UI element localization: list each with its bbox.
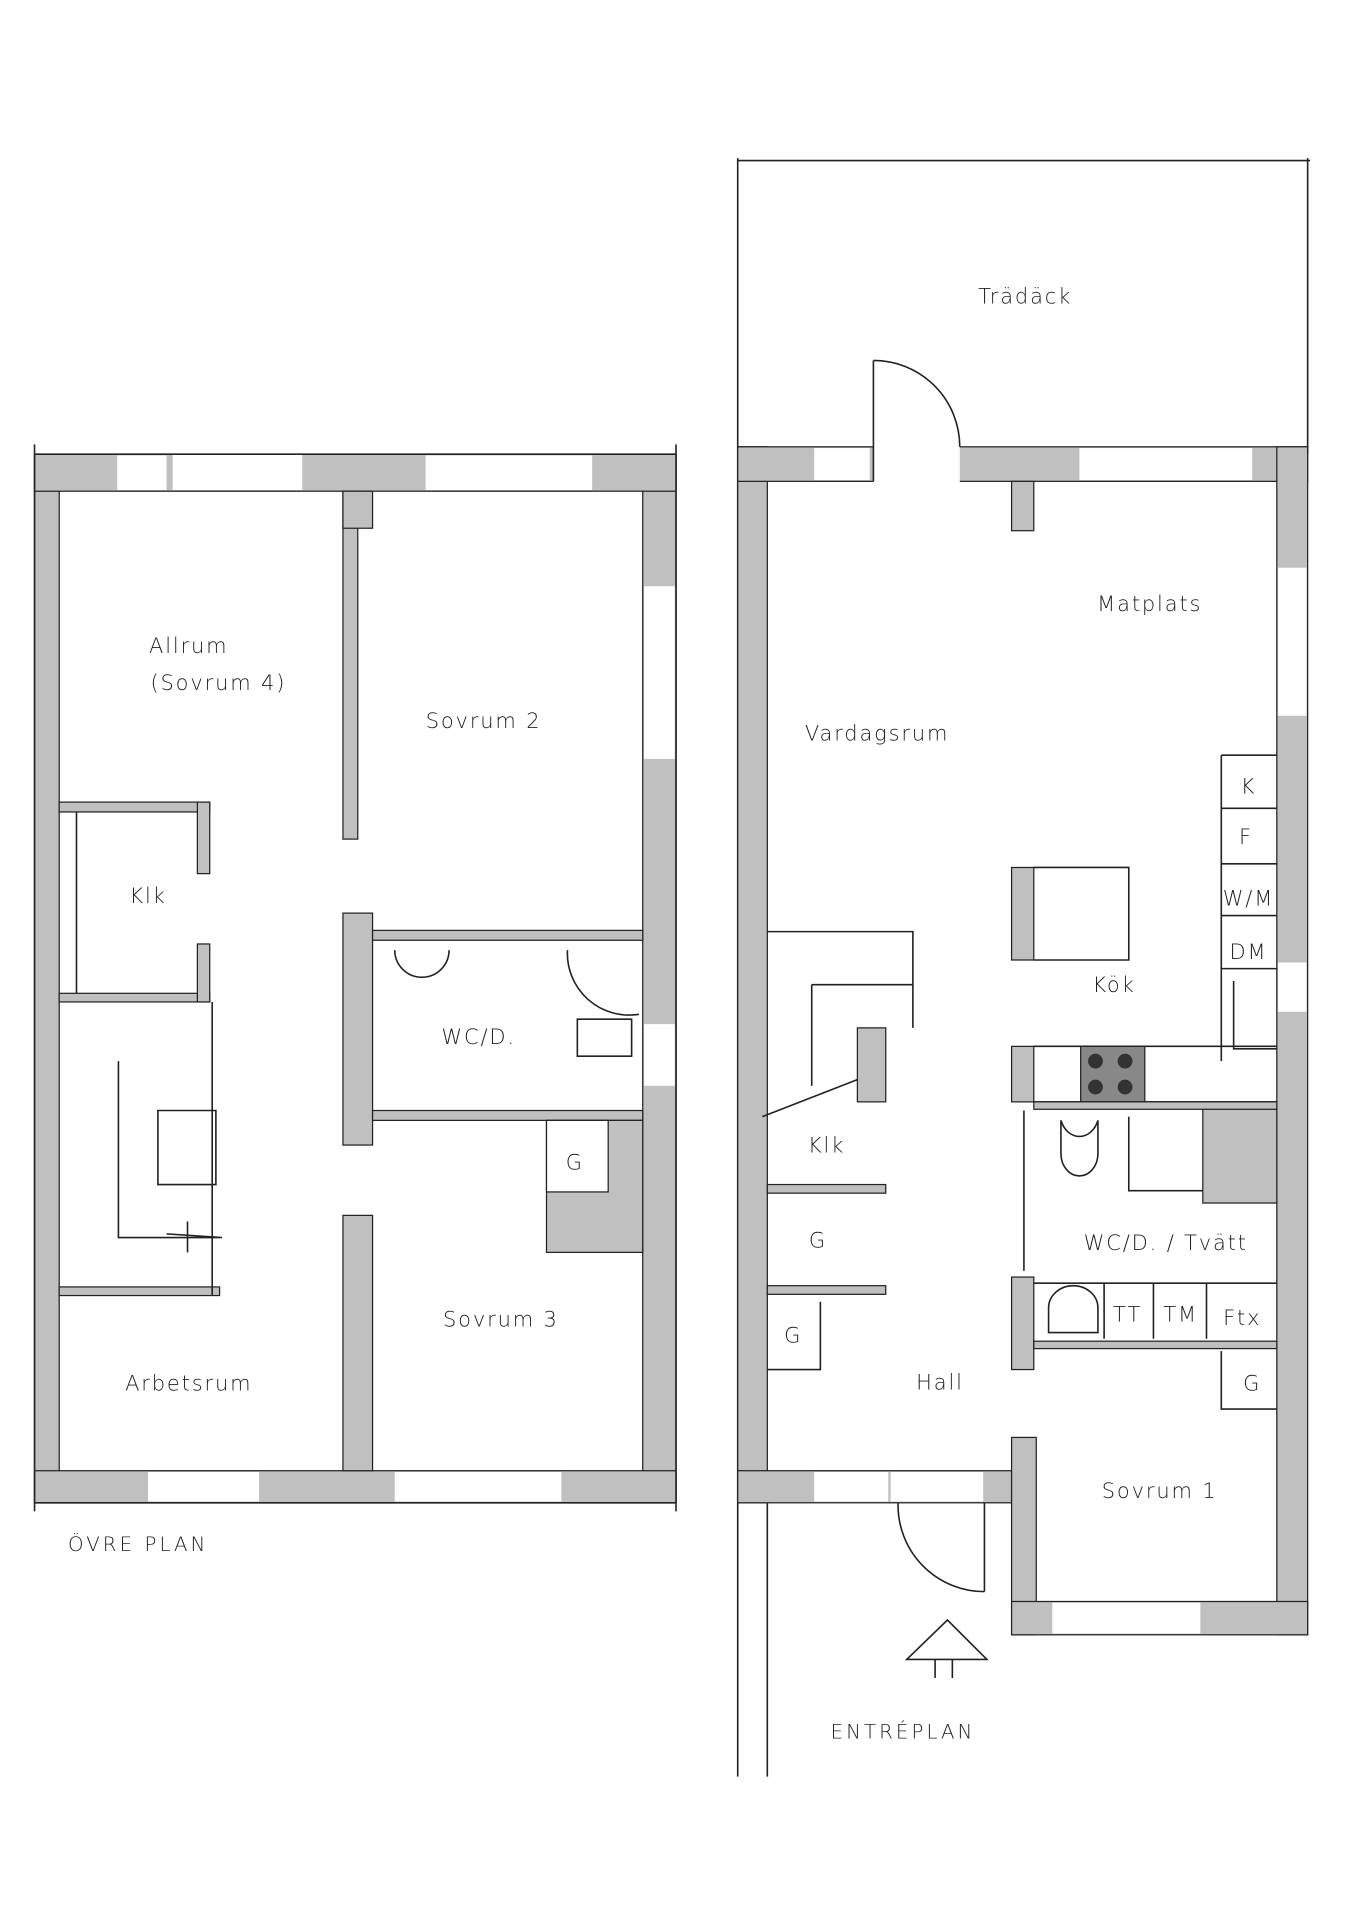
room-label-klk: Klk xyxy=(129,884,166,908)
plan-title-entre: ENTRÉPLAN xyxy=(831,1720,976,1743)
appliance-label-dm: DM xyxy=(1229,940,1267,964)
appliance-label-k: K xyxy=(1241,774,1257,798)
appliance-label-f: F xyxy=(1239,825,1253,849)
room-label-g3: G xyxy=(1243,1372,1261,1396)
room-label-g2: G xyxy=(784,1323,802,1347)
room-label-tradack: Trädäck xyxy=(978,285,1072,309)
room-label-klk: Klk xyxy=(808,1133,845,1157)
entry-plan-labels: Trädäck Matplats Vardagsrum K F W/M DM K… xyxy=(784,285,1274,1744)
upper-plan-walls xyxy=(33,444,677,1512)
room-label-sovrum2: Sovrum 2 xyxy=(426,709,542,733)
room-label-g1: G xyxy=(809,1228,827,1252)
room-label-hall: Hall xyxy=(916,1370,964,1394)
room-label-wc-tvatt: WC/D. / Tvätt xyxy=(1084,1231,1248,1255)
room-label-kok: Kök xyxy=(1092,973,1135,997)
room-label-arbetsrum: Arbetsrum xyxy=(125,1372,252,1396)
plan-title-ovre: ÖVRE PLAN xyxy=(68,1533,208,1556)
room-label-sovrum3: Sovrum 3 xyxy=(443,1307,559,1331)
appliance-label-wm: W/M xyxy=(1223,887,1274,911)
room-label-allrum-sub: (Sovrum 4) xyxy=(150,671,286,695)
appliance-label-tt: TT xyxy=(1113,1302,1142,1326)
room-label-matplats: Matplats xyxy=(1097,592,1202,616)
room-label-allrum: Allrum xyxy=(149,634,228,658)
room-label-vardagsrum: Vardagsrum xyxy=(805,721,949,745)
appliance-label-tm: TM xyxy=(1163,1302,1198,1326)
entry-plan-walls xyxy=(736,158,1311,1777)
room-label-wc: WC/D. xyxy=(441,1025,516,1049)
room-label-sovrum1: Sovrum 1 xyxy=(1102,1479,1218,1503)
room-label-g: G xyxy=(566,1151,584,1175)
upper-plan-labels: Allrum (Sovrum 4) Sovrum 2 Klk WC/D. G S… xyxy=(68,634,584,1556)
appliance-label-ftx: Ftx xyxy=(1223,1306,1261,1330)
